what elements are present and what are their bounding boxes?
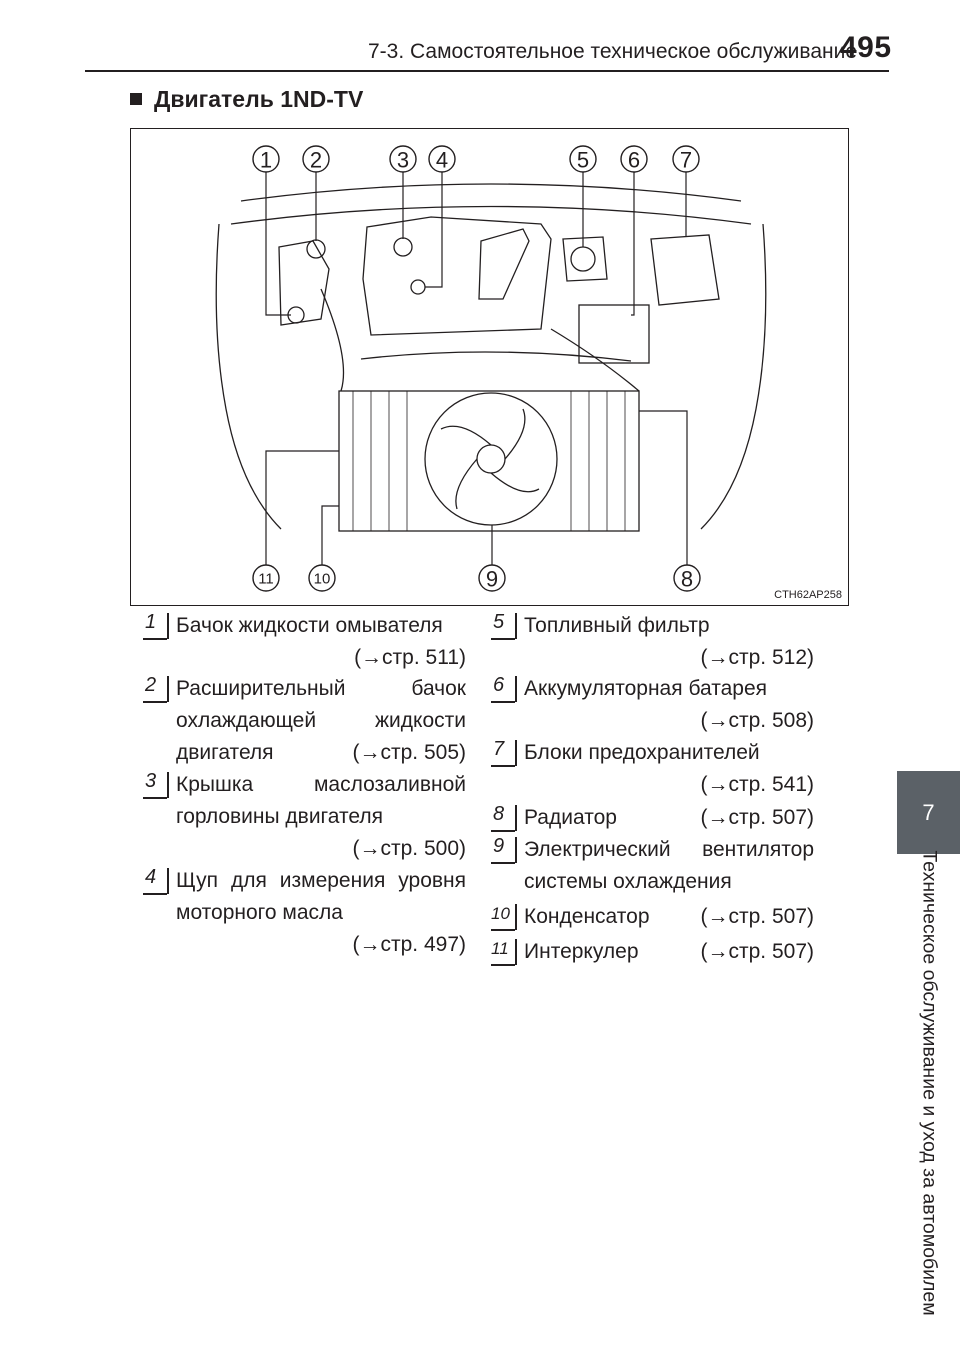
callout-10: 10 (314, 571, 331, 588)
running-header-section: 7-3. Самостоятельное техническое обслужи… (368, 40, 858, 63)
callout-9: 9 (486, 567, 498, 592)
chapter-number: 7 (922, 799, 935, 825)
callout-1: 1 (260, 148, 272, 173)
engine-illustration: 1 2 3 4 5 6 7 11 10 9 8 (215, 145, 767, 592)
chapter-tab[interactable]: 7 (897, 771, 960, 854)
callout-7: 7 (680, 148, 692, 173)
callout-6: 6 (628, 148, 640, 173)
figure-code: CTH62AP258 (774, 589, 842, 601)
callout-3: 3 (397, 148, 409, 173)
callout-8: 8 (681, 567, 693, 592)
callout-11: 11 (258, 571, 274, 588)
header-rule (85, 70, 889, 72)
page-number: 495 (840, 31, 892, 64)
callout-4: 4 (436, 148, 448, 173)
chapter-title-vertical: Техническое обслуживание и уход за автом… (918, 850, 940, 1316)
square-bullet-icon (130, 93, 142, 105)
callout-2: 2 (310, 148, 322, 173)
section-title: Двигатель 1ND-TV (130, 86, 363, 113)
engine-compartment-figure: 1 2 3 4 5 6 7 11 10 9 8 CTH62AP258 (130, 128, 849, 606)
callout-5: 5 (577, 148, 589, 173)
